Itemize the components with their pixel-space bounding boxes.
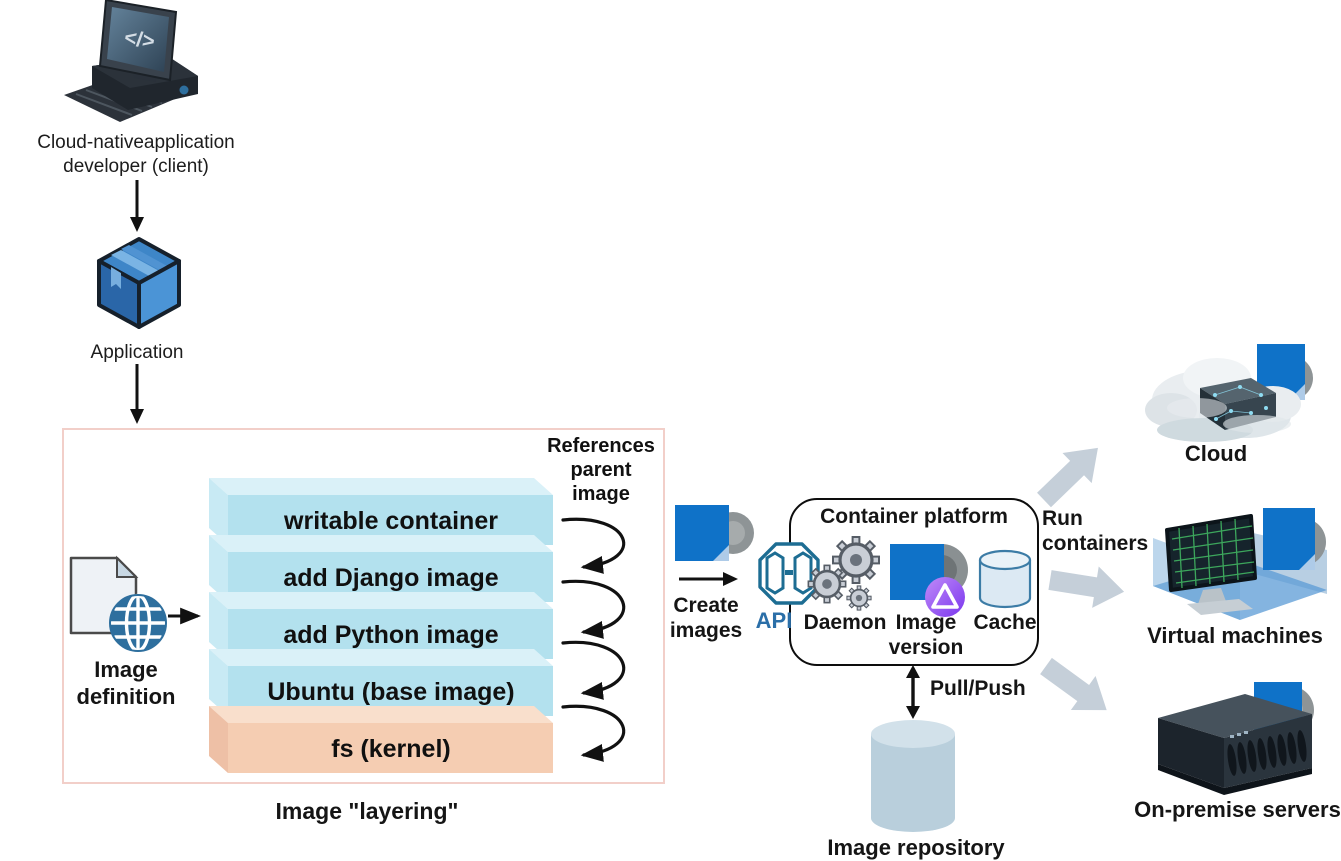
globe-icon — [109, 593, 167, 653]
cache-label: Cache — [973, 611, 1037, 634]
on-premise-servers-icon — [1158, 682, 1314, 795]
cloud-label: Cloud — [1184, 441, 1248, 466]
arrow-create-images — [679, 572, 738, 586]
document-fold — [116, 555, 139, 578]
developer-computer-icon: </> — [64, 0, 198, 122]
layering-caption: Image "layering" — [275, 798, 459, 824]
reference-arrow — [561, 704, 626, 762]
image-version-label: Image version — [888, 611, 964, 659]
create-images-label: Create images — [669, 594, 743, 642]
image-repository-label: Image repository — [827, 835, 1005, 860]
references-note: parent — [570, 459, 631, 481]
virtual-machines-icon — [1153, 508, 1327, 620]
pull-push-label: Pull/Push — [930, 677, 1026, 700]
layer-slab-writable-container: writable container — [209, 478, 553, 545]
pull-push-arrow — [906, 665, 920, 719]
run-containers-label: Run containers — [1042, 507, 1149, 555]
vm-monitor — [1165, 514, 1257, 615]
layer-slab-django: add Django image — [209, 535, 553, 602]
run-arrows — [1037, 447, 1125, 711]
client-label: Cloud-nativeapplication developer (clien… — [37, 132, 235, 177]
image-definition-label: Image definition — [76, 657, 176, 709]
layer-label: add Django image — [283, 564, 498, 592]
layer-stack: writable container add Django image add … — [168, 435, 655, 773]
application-label: Application — [90, 342, 184, 363]
image-version-icon — [890, 544, 968, 617]
arrow-application-to-layering — [130, 364, 144, 424]
on-premise-servers-label: On-premise servers — [1134, 797, 1341, 822]
layer-slab-python: add Python image — [209, 592, 553, 659]
cache-cylinder-icon — [978, 549, 1032, 609]
references-note: References — [547, 435, 655, 457]
layer-slab-kernel: fs (kernel) — [209, 706, 553, 773]
repository-cylinder-icon — [871, 720, 955, 832]
virtual-machines-label: Virtual machines — [1147, 623, 1323, 648]
layer-label: Ubuntu (base image) — [267, 678, 514, 706]
daemon-label: Daemon — [803, 611, 887, 634]
monitor-screen — [107, 7, 169, 72]
run-arrow-up — [1037, 447, 1098, 508]
application-package-icon — [97, 237, 181, 329]
layer-label: add Python image — [283, 621, 498, 649]
container-platform-title: Container platform — [820, 505, 1008, 528]
reference-arrow — [561, 517, 626, 574]
reference-arrow — [561, 579, 626, 639]
cloud-icon — [1145, 344, 1313, 442]
image-definition-icon — [69, 555, 167, 653]
layer-label: writable container — [283, 507, 498, 535]
image-icon — [675, 505, 754, 561]
references-note: image — [572, 483, 630, 505]
layer-label: fs (kernel) — [331, 735, 450, 763]
reference-arrow — [561, 640, 626, 700]
run-arrow-down — [1040, 657, 1107, 711]
layer-slab-ubuntu: Ubuntu (base image) — [209, 649, 553, 716]
run-arrow-right — [1048, 566, 1125, 608]
server-chassis — [1158, 694, 1312, 795]
api-icon — [758, 542, 820, 605]
daemon-gears-icon — [807, 535, 881, 611]
api-label: API — [755, 608, 793, 633]
code-glyph: </> — [123, 26, 157, 53]
arrow-client-to-application — [130, 180, 144, 232]
